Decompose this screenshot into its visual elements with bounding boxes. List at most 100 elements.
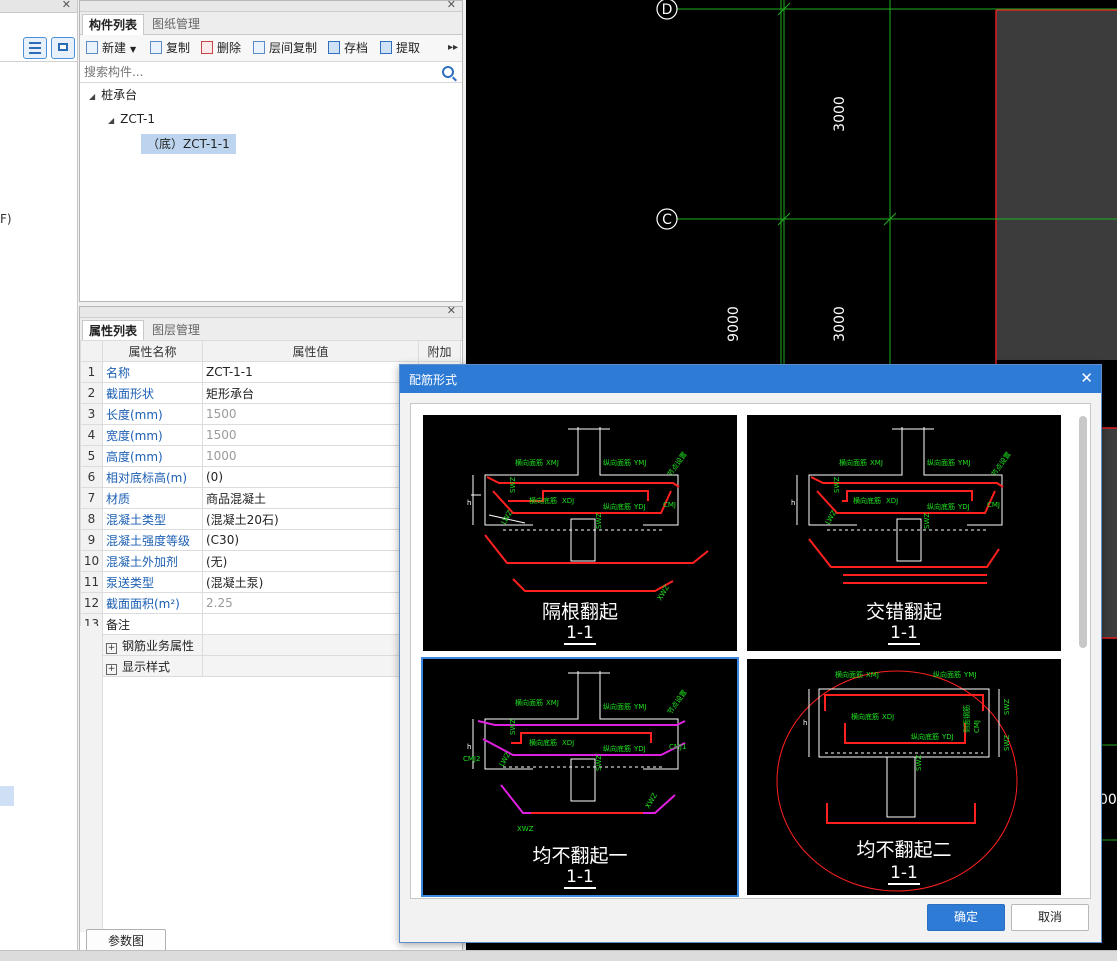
component-toolbar: 新建▼ 复制 删除 层间复制 存档 提取 ▸▸ — [80, 35, 462, 62]
option-label: 交错翻起 — [865, 601, 942, 623]
cancel-button[interactable]: 取消 — [1011, 904, 1089, 931]
svg-text:SWZ: SWZ — [509, 719, 517, 735]
extract-button[interactable]: 提取 — [380, 39, 420, 57]
svg-text:横向面筋: 横向面筋 — [515, 698, 543, 707]
svg-text:YMJ: YMJ — [963, 671, 976, 679]
ok-button[interactable]: 确定 — [927, 904, 1005, 931]
floor-copy-button[interactable]: 层间复制 — [253, 39, 317, 57]
svg-text:XMJ: XMJ — [546, 699, 559, 707]
tab-component-list[interactable]: 构件列表 — [82, 14, 145, 35]
param-diagram-button[interactable]: 参数图 — [86, 929, 166, 953]
dimension-text: 9000 — [726, 306, 742, 342]
expand-icon[interactable]: + — [106, 663, 117, 675]
new-icon — [86, 41, 98, 54]
component-list-panel: ✕ 构件列表 图纸管理 新建▼ 复制 删除 层间复制 存档 提取 ▸▸ ◢桩承台… — [79, 0, 463, 302]
search-icon[interactable] — [442, 66, 454, 78]
svg-text:SWZ: SWZ — [1003, 699, 1011, 715]
dimension-text: 3000 — [832, 96, 848, 132]
rebar-form-dialog: 配筋形式 ✕ — [399, 364, 1102, 943]
delete-button[interactable]: 删除 — [201, 39, 241, 57]
svg-text:横向面筋: 横向面筋 — [515, 458, 543, 467]
svg-text:SWZ: SWZ — [595, 513, 603, 529]
more-icon[interactable]: ▸▸ — [447, 42, 458, 53]
collapse-icon[interactable]: ◢ — [108, 116, 115, 125]
svg-text:横向底筋: 横向底筋 — [529, 496, 557, 505]
svg-text:CMJ2: CMJ2 — [463, 755, 480, 763]
delete-icon — [201, 41, 213, 54]
axis-bubble-c — [656, 208, 678, 230]
component-search — [80, 62, 462, 83]
close-icon[interactable]: ✕ — [1080, 369, 1093, 387]
option-label: 均不翻起一 — [532, 845, 628, 867]
column-header-value: 属性值 — [202, 340, 419, 362]
left-strip-titlebar: ✕ — [0, 0, 77, 13]
svg-text:h: h — [467, 743, 471, 751]
option-alternate-bend[interactable]: 横向面筋 XMJ 纵向面筋 YMJ 横向底筋 XDJ 纵向底筋 YDJ CMJ … — [423, 415, 737, 651]
close-icon[interactable]: ✕ — [446, 0, 456, 11]
tab-layer-management[interactable]: 图层管理 — [152, 323, 201, 337]
card-view-icon[interactable] — [51, 37, 75, 59]
svg-text:纵向底筋: 纵向底筋 — [911, 732, 939, 741]
svg-text:YDJ: YDJ — [957, 503, 970, 511]
extract-icon — [380, 41, 392, 54]
option-no-bend-2[interactable]: 横向面筋 XMJ 纵向面筋 YMJ 横向底筋 XDJ 纵向底筋 YDJ 侧面钢筋… — [747, 659, 1061, 895]
expand-icon[interactable]: + — [106, 642, 117, 654]
dialog-header: 配筋形式 ✕ — [400, 365, 1101, 393]
tab-drawing-management[interactable]: 图纸管理 — [152, 17, 201, 31]
option-no-bend-1[interactable]: 横向面筋 XMJ 纵向面筋 YMJ 横向底筋 XDJ 纵向底筋 YDJ CMJ1… — [421, 657, 739, 897]
svg-text:CMJ1: CMJ1 — [669, 743, 686, 751]
copy-button[interactable]: 复制 — [150, 39, 190, 57]
close-icon[interactable]: ✕ — [446, 304, 456, 317]
search-input[interactable] — [82, 62, 426, 82]
svg-text:纵向面筋: 纵向面筋 — [603, 458, 631, 467]
left-panel-strip: ✕ F) — [0, 0, 78, 960]
column-header-name: 属性名称 — [102, 340, 203, 362]
tab-property-list[interactable]: 属性列表 — [82, 320, 145, 341]
svg-text:横向底筋: 横向底筋 — [853, 496, 881, 505]
highlight-circle — [776, 670, 1018, 892]
column-header-extra: 附加 — [418, 340, 461, 362]
option-label: 隔根翻起 — [541, 601, 618, 623]
option-grid: 横向面筋 XMJ 纵向面筋 YMJ 横向底筋 XDJ 纵向底筋 YDJ CMJ … — [410, 403, 1091, 899]
svg-text:侧面钢筋: 侧面钢筋 — [962, 705, 971, 733]
svg-text:横向底筋: 横向底筋 — [529, 738, 557, 747]
svg-text:纵向底筋: 纵向底筋 — [927, 502, 955, 511]
svg-text:YMJ: YMJ — [957, 459, 970, 467]
list-view-icon[interactable] — [23, 37, 47, 59]
option-staggered-bend[interactable]: 横向面筋 XMJ 纵向面筋 YMJ 横向底筋 XDJ 纵向底筋 YDJ CMJ … — [747, 415, 1061, 651]
dimension-text: 00 — [1099, 792, 1117, 808]
svg-text:SWZ: SWZ — [509, 477, 517, 493]
collapse-icon[interactable]: ◢ — [89, 92, 96, 101]
svg-text:h: h — [467, 499, 471, 507]
svg-text:YMJ: YMJ — [633, 703, 646, 711]
new-button[interactable]: 新建▼ — [86, 39, 136, 57]
selected-row-marker — [0, 786, 14, 806]
svg-text:XDJ: XDJ — [562, 739, 574, 747]
svg-text:XWZ: XWZ — [517, 825, 534, 833]
tree-node-zct-1-1[interactable]: （底）ZCT-1-1 — [141, 134, 236, 154]
svg-text:h: h — [791, 499, 795, 507]
tree-node-zct-1[interactable]: ◢ZCT-1 — [108, 109, 155, 129]
svg-text:节点设置: 节点设置 — [989, 450, 1012, 478]
svg-text:SWZ: SWZ — [923, 513, 931, 529]
tree-node-pile-cap[interactable]: ◢桩承台 — [89, 85, 137, 105]
svg-text:YDJ: YDJ — [633, 745, 646, 753]
svg-text:CMJ: CMJ — [987, 501, 1000, 509]
close-icon[interactable]: ✕ — [61, 0, 71, 11]
svg-text:XMJ: XMJ — [870, 459, 883, 467]
archive-icon — [328, 41, 340, 54]
svg-text:横向面筋: 横向面筋 — [835, 670, 863, 679]
svg-text:纵向面筋: 纵向面筋 — [927, 458, 955, 467]
svg-text:CMJ: CMJ — [973, 720, 981, 733]
archive-button[interactable]: 存档 — [328, 39, 368, 57]
option-label: 均不翻起二 — [856, 839, 952, 861]
axis-label-d: D — [662, 2, 673, 18]
svg-text:YDJ: YDJ — [941, 733, 954, 741]
status-bar — [0, 950, 1117, 961]
svg-text:节点设置: 节点设置 — [665, 688, 688, 716]
svg-text:YDJ: YDJ — [633, 503, 646, 511]
svg-text:横向底筋: 横向底筋 — [851, 712, 879, 721]
dialog-scrollbar[interactable] — [1079, 416, 1087, 648]
